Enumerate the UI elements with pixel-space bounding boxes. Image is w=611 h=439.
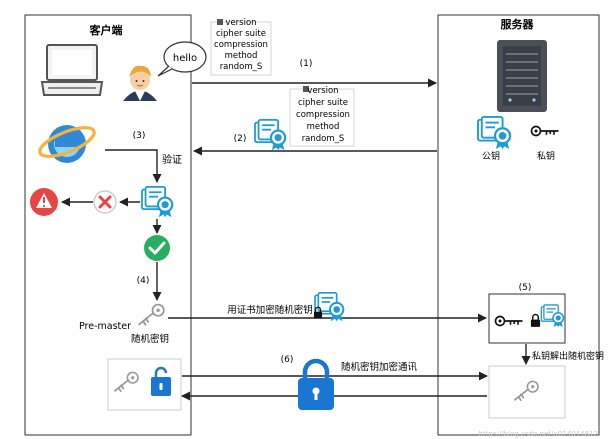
premaster-key-icon	[138, 299, 167, 333]
svg-text:method: method	[307, 122, 340, 132]
step-1-label: (1)	[300, 59, 313, 69]
public-key-label: 公钥	[482, 150, 500, 162]
svg-text:method: method	[225, 51, 258, 61]
browser-logo-icon	[38, 125, 96, 163]
server-certificate-icon	[476, 116, 512, 150]
user-avatar-icon	[123, 65, 157, 101]
success-check-icon	[144, 235, 170, 261]
svg-text:cipher suite: cipher suite	[298, 98, 348, 108]
client-hello-params: version cipher suite compression method …	[210, 18, 272, 76]
svg-text:version: version	[307, 86, 338, 96]
svg-text:compression: compression	[296, 110, 350, 120]
random-key-label: 随机密钥	[131, 333, 169, 345]
svg-text:random_S: random_S	[220, 62, 263, 72]
server-hello-params: version cipher suite compression method …	[289, 86, 355, 147]
svg-text:hello: hello	[173, 53, 197, 64]
svg-text:random_S: random_S	[302, 134, 345, 144]
computer-icon	[40, 44, 104, 96]
server-title: 服务器	[501, 17, 535, 31]
verify-arrow	[105, 149, 162, 183]
encrypted-comm-label: 随机密钥加密通讯	[341, 361, 418, 373]
fail-x-icon	[93, 190, 117, 214]
client-certificate-icon	[140, 186, 174, 218]
client-unlock-icon	[151, 366, 171, 396]
svg-text:cipher suite: cipher suite	[216, 29, 266, 39]
server-session-key-box	[488, 365, 566, 419]
watermark: https://blog.csdn.net/u014044812	[479, 430, 598, 438]
private-key-label: 私钥	[537, 150, 555, 162]
decrypt-with-private-label: 私钥解出随机密钥	[532, 350, 604, 362]
client-title: 客户端	[89, 23, 123, 37]
certificate-message-icon	[253, 119, 287, 151]
verify-label: 验证	[162, 153, 182, 166]
server-rack-icon	[497, 40, 547, 112]
encrypt-with-cert-label: 用证书加密随机密钥	[227, 304, 313, 316]
step-2-label: (2)	[234, 134, 247, 144]
step-3-label: (3)	[133, 131, 146, 141]
client-panel	[24, 14, 192, 436]
server-private-key-icon	[530, 125, 560, 137]
step-5-label: (5)	[519, 283, 532, 293]
server-panel	[437, 14, 600, 436]
hello-speech-bubble: hello	[157, 41, 207, 77]
session-lock-icon	[298, 358, 334, 410]
warning-icon	[30, 188, 58, 216]
premaster-label: Pre-master	[79, 321, 131, 332]
svg-text:compression: compression	[214, 40, 268, 50]
svg-text:version: version	[225, 18, 256, 28]
step-6-label: (6)	[281, 355, 294, 365]
step-4-label: (4)	[137, 276, 150, 286]
